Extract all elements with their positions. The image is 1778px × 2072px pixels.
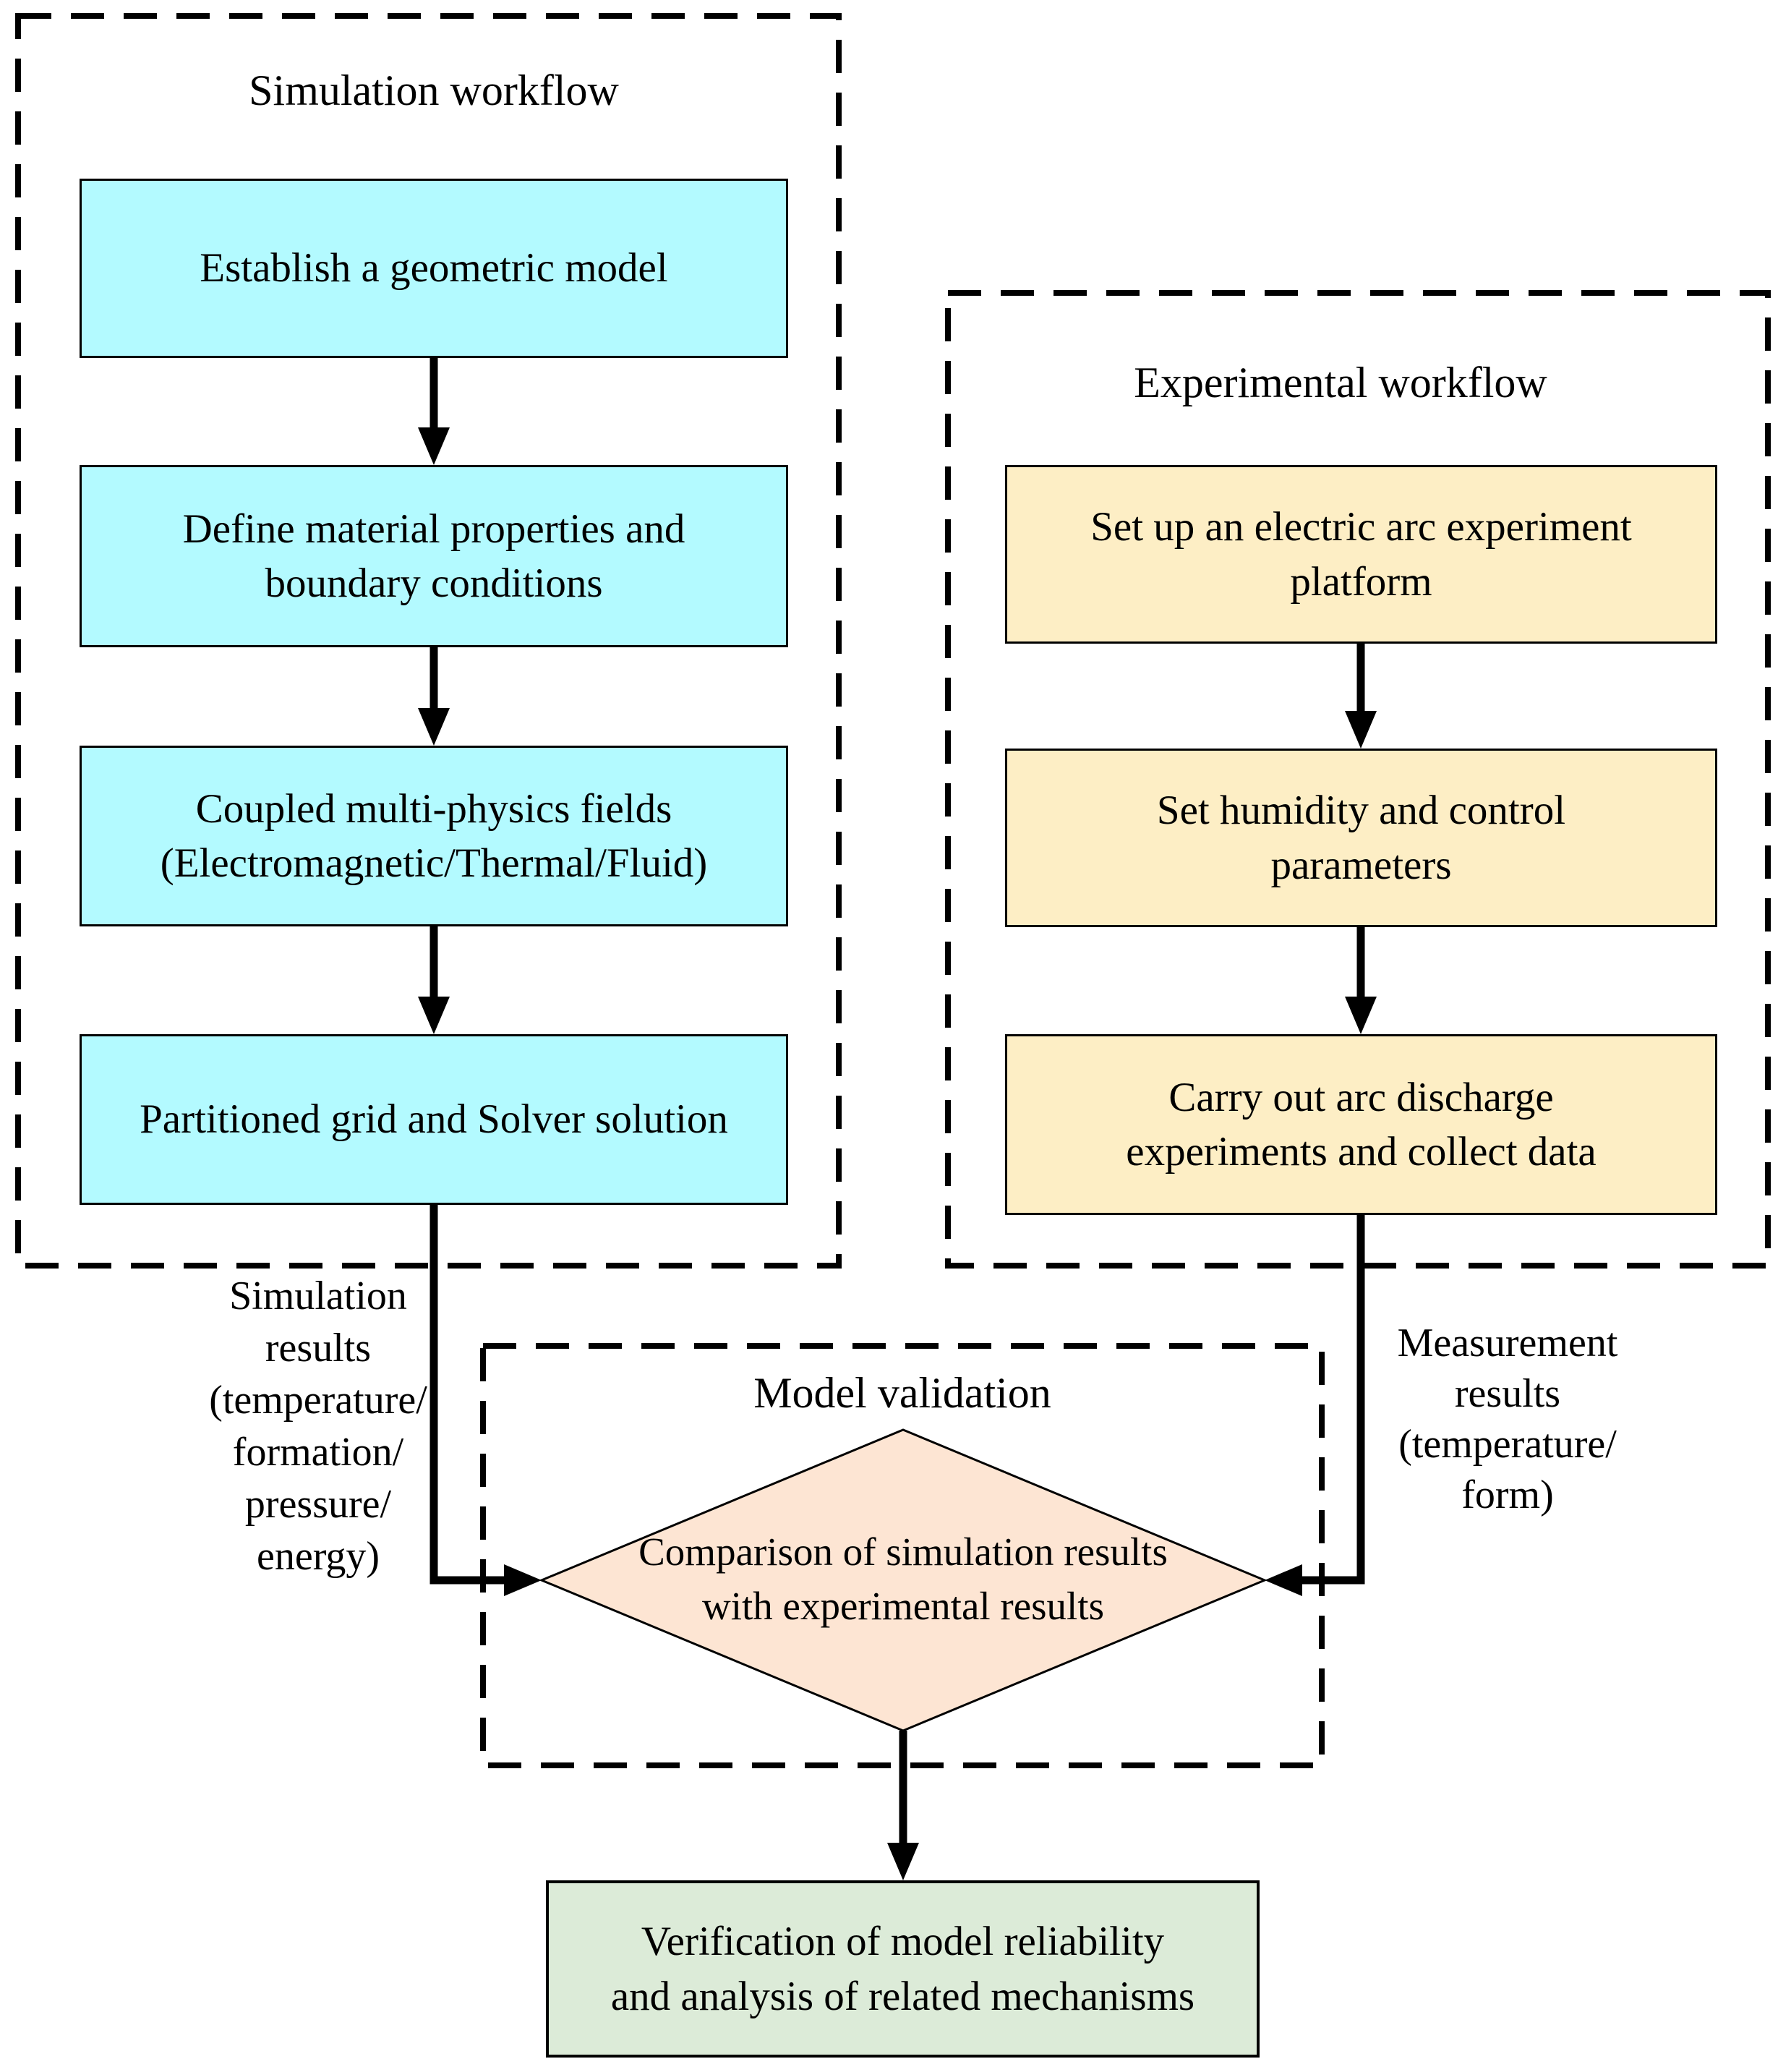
experimental-workflow-title: Experimental workflow <box>1134 359 1547 406</box>
arrow-measurement-to-decision <box>1265 1215 1365 1596</box>
simulation-workflow-container <box>15 13 842 1269</box>
process-box-carry-out-arc-discharge: Carry out arc discharge experiments and … <box>1005 1034 1717 1215</box>
decision-diamond <box>539 1428 1268 1732</box>
process-box-establish-geometric-model: Establish a geometric model <box>80 179 788 358</box>
arrow-sim-step2-to-step3 <box>418 647 450 746</box>
simulation-workflow-title: Simulation workflow <box>249 67 619 114</box>
arrow-sim-step1-to-step2 <box>418 358 450 465</box>
arrow-exp-step1-to-step2 <box>1345 644 1377 749</box>
arrow-sim-step3-to-step4 <box>418 926 450 1034</box>
arrow-exp-step2-to-step3 <box>1345 927 1377 1034</box>
process-box-partitioned-grid-solver: Partitioned grid and Solver solution <box>80 1034 788 1205</box>
process-box-define-material-properties: Define material properties and boundary … <box>80 465 788 647</box>
model-validation-title: Model validation <box>753 1369 1051 1417</box>
process-box-setup-arc-experiment-platform: Set up an electric arc experiment platfo… <box>1005 465 1717 644</box>
arrow-simulation-to-decision <box>429 1205 542 1596</box>
conclusion-box-verification-model-reliability: Verification of model reliability and an… <box>546 1880 1260 2058</box>
measurement-results-label: Measurement results (temperature/ form) <box>1397 1321 1618 1517</box>
simulation-results-label: Simulation results (temperature/ formati… <box>209 1274 427 1579</box>
arrow-decision-to-conclusion <box>887 1731 919 1880</box>
process-box-coupled-multiphysics-fields: Coupled multi-physics fields (Electromag… <box>80 746 788 926</box>
process-box-set-humidity-control-parameters: Set humidity and control parameters <box>1005 749 1717 927</box>
decision-diamond-label: Comparison of simulation results with ex… <box>638 1530 1168 1628</box>
